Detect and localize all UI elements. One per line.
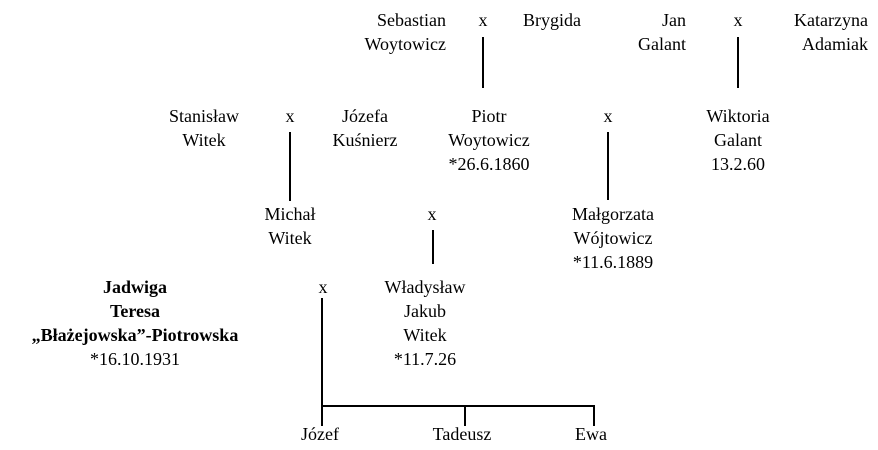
person-stanislaw-witek: Stanisław Witek <box>169 106 239 150</box>
descent-line-malgorzata <box>607 132 609 200</box>
person-wiktoria-galant: Wiktoria Galant 13.2.60 <box>706 106 770 174</box>
person-jozefa-kusnierz: Józefa Kuśnierz <box>332 106 398 150</box>
descent-line-piotr <box>482 37 484 88</box>
person-wladyslaw-witek: Władysław Jakub Witek *11.7.26 <box>384 277 466 369</box>
descent-line-children <box>321 298 323 426</box>
person-katarzyna-adamiak: Katarzyna Adamiak <box>794 10 868 54</box>
person-sebastian-woytowicz: Sebastian Woytowicz <box>364 10 446 54</box>
child-tadeusz: Tadeusz <box>432 424 492 444</box>
person-jadwiga-piotrowska: Jadwiga Teresa „Błażejowska”-Piotrowska … <box>31 277 239 369</box>
person-brygida: Brygida <box>523 10 581 30</box>
marriage-sebastian-brygida: x <box>478 10 488 30</box>
marriage-jan-katarzyna: x <box>733 10 743 30</box>
descent-line-wladyslaw <box>432 230 434 264</box>
child-ewa: Ewa <box>575 424 607 444</box>
child-jozef: Józef <box>301 424 339 444</box>
marriage-michal-malgorzata: x <box>427 204 437 224</box>
child-line-ewa <box>593 405 595 426</box>
descent-line-wiktoria <box>737 37 739 88</box>
marriage-stanislaw-jozefa: x <box>285 106 295 126</box>
person-jan-galant: Jan Galant <box>638 10 686 54</box>
sibling-bar <box>321 405 595 407</box>
marriage-piotr-wiktoria: x <box>603 106 613 126</box>
marriage-jadwiga-wladyslaw: x <box>318 277 328 297</box>
descent-line-michal <box>289 132 291 201</box>
person-michal-witek: Michał Witek <box>264 204 316 248</box>
person-malgorzata-wojtowicz: Małgorzata Wójtowicz *11.6.1889 <box>572 204 654 272</box>
child-line-tadeusz <box>464 405 466 426</box>
person-piotr-woytowicz: Piotr Woytowicz *26.6.1860 <box>448 106 530 174</box>
